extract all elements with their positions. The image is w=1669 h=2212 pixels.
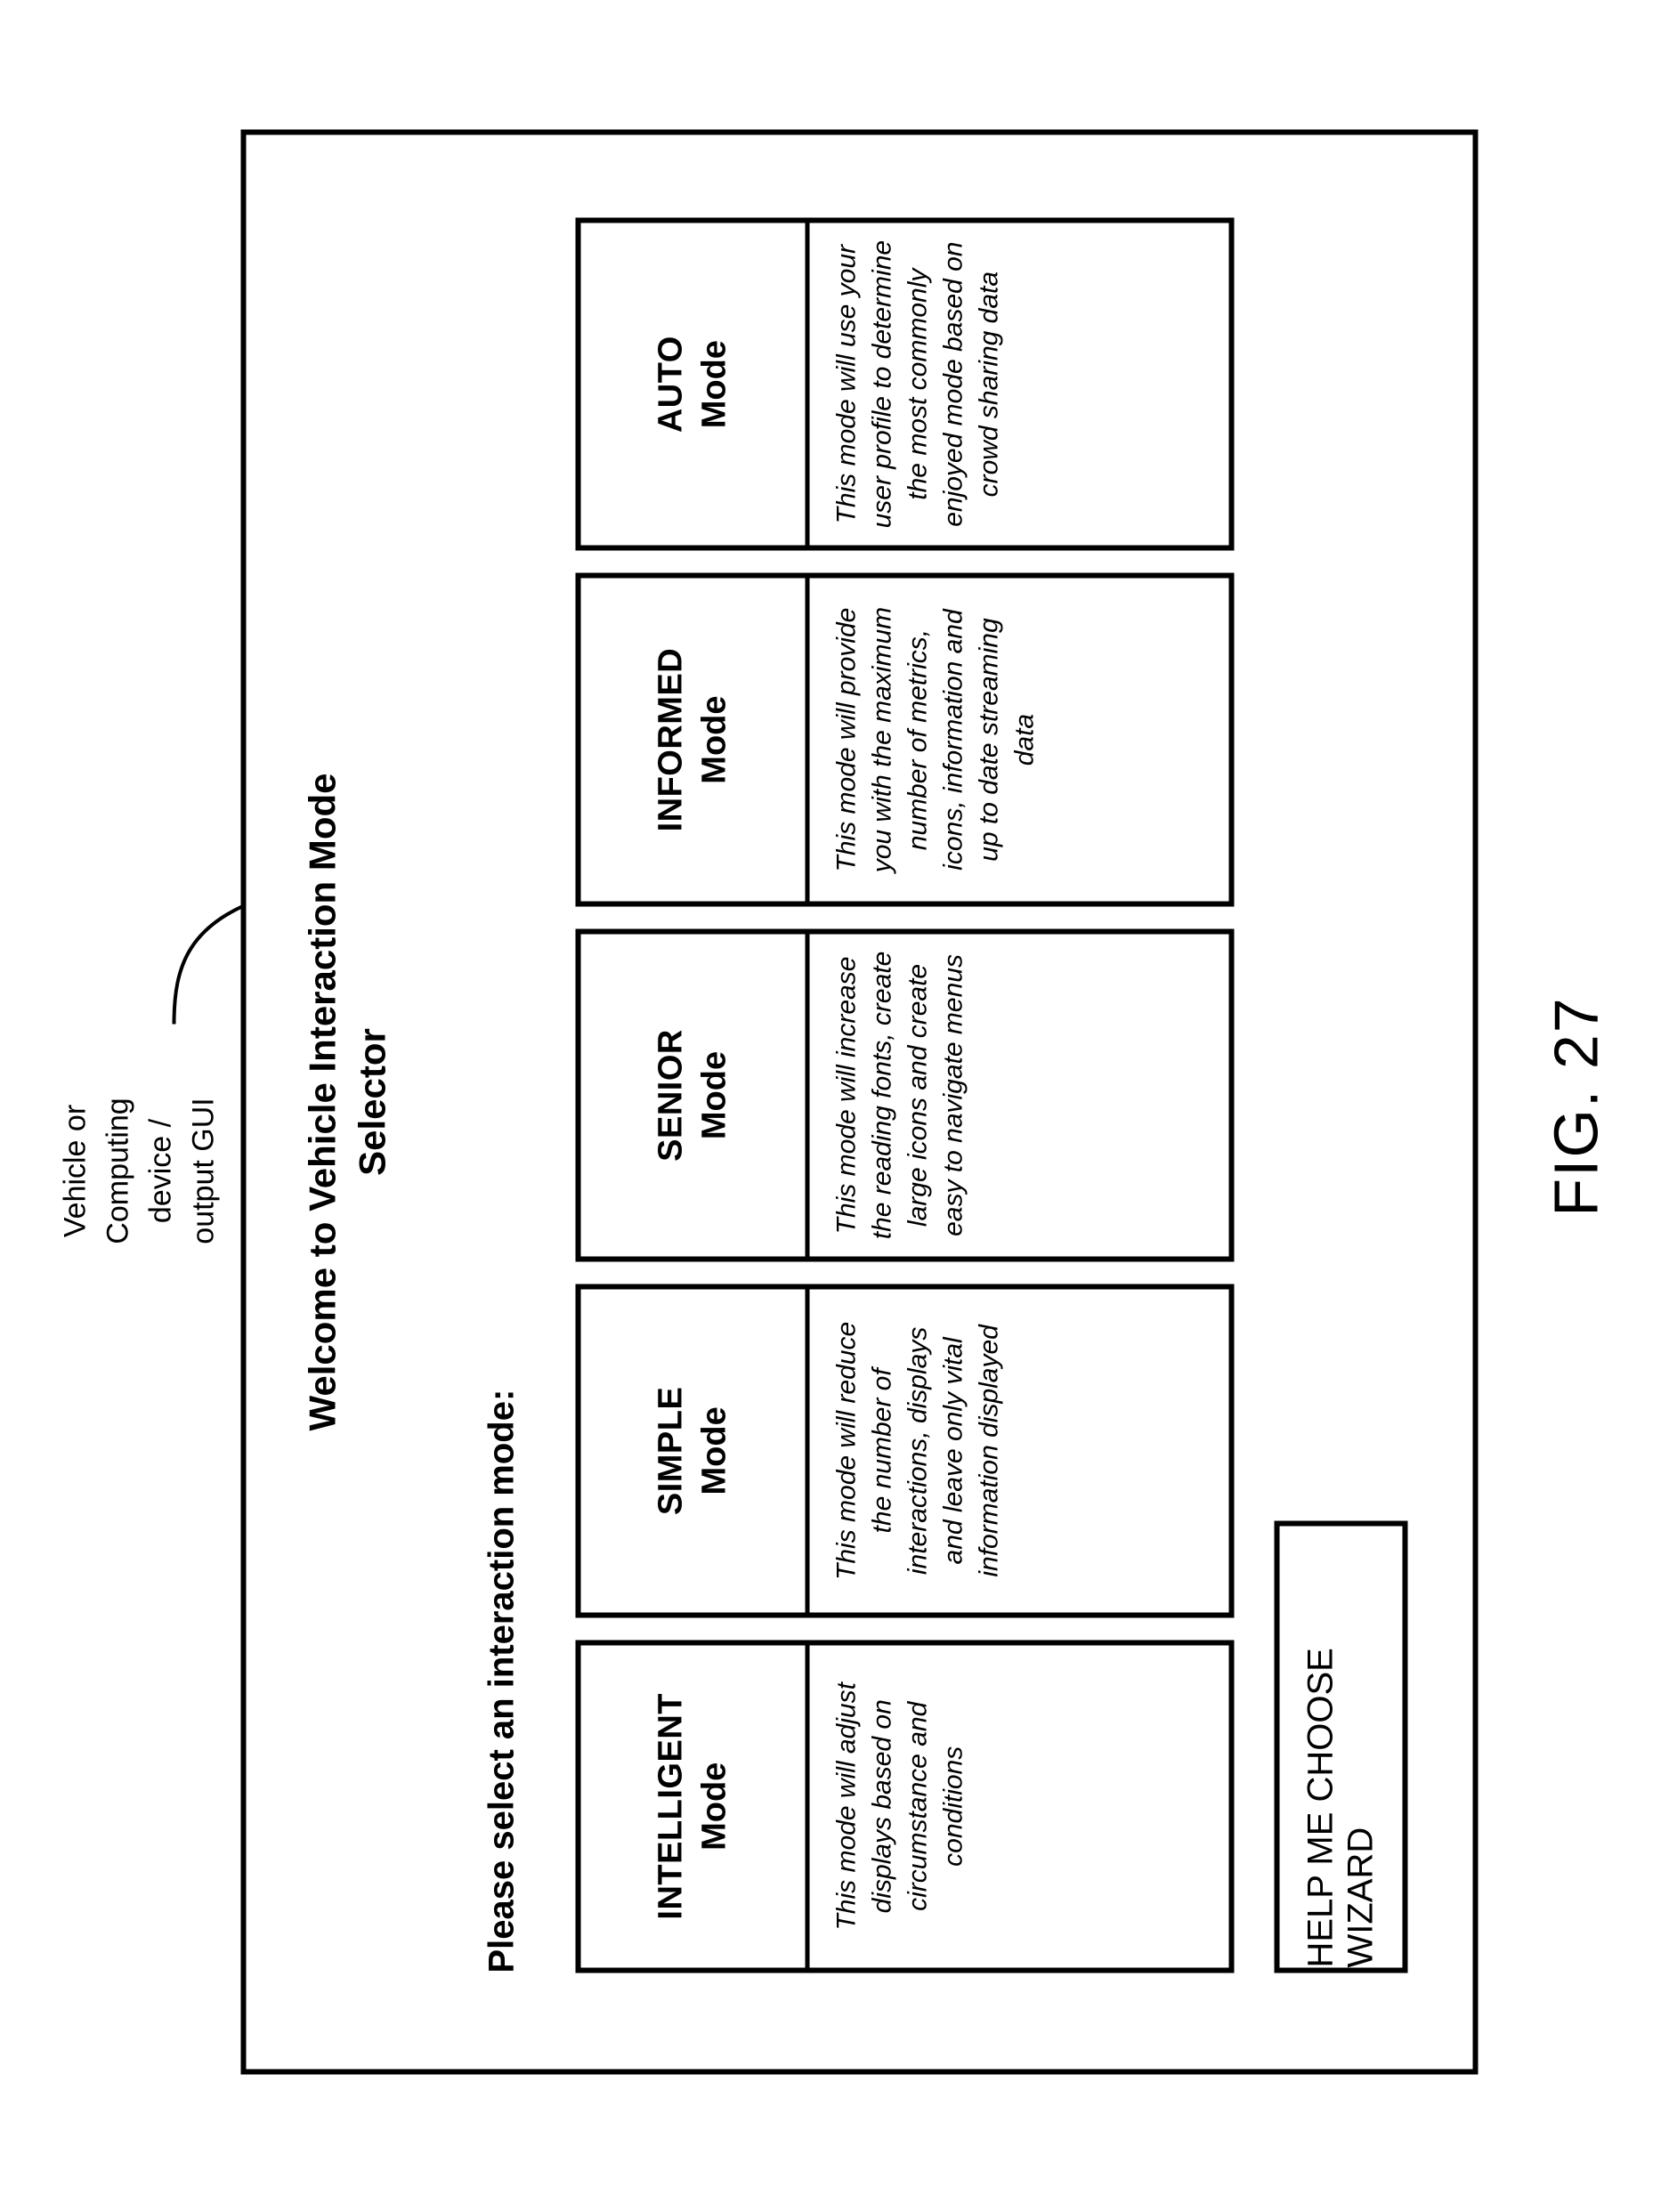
mode-name: INTELLIGENT — [652, 1692, 689, 1920]
mode-card-header: SENIOR Mode — [580, 933, 809, 1257]
mode-description: This mode will reduce the number of inte… — [831, 1321, 1003, 1580]
help-me-choose-wizard-button[interactable]: HELP ME CHOOSE WIZARD — [1274, 1520, 1407, 1973]
mode-card-auto[interactable]: AUTO Mode This mode will use your user p… — [575, 216, 1234, 551]
figure-caption: FIG. 27 — [1541, 995, 1610, 1217]
mode-card-list: INTELLIGENT Mode This mode will adjust d… — [575, 216, 1234, 1973]
mode-description: This mode will adjust displays based on … — [831, 1681, 968, 1931]
mode-word: Mode — [695, 1050, 733, 1139]
mode-word: Mode — [695, 1762, 733, 1851]
mode-card-header: INFORMED Mode — [580, 578, 809, 901]
instruction-text: Please select an interaction mode: — [482, 1389, 521, 1973]
mode-word: Mode — [695, 694, 733, 784]
mode-name: INFORMED — [652, 647, 689, 831]
mode-card-header: INTELLIGENT Mode — [580, 1644, 809, 1967]
mode-card-header: SIMPLE Mode — [580, 1289, 809, 1612]
mode-name: AUTO — [652, 335, 689, 433]
mode-card-informed[interactable]: INFORMED Mode This mode will provide you… — [575, 572, 1234, 906]
mode-description: This mode will increase the reading font… — [831, 951, 968, 1239]
mode-card-simple[interactable]: SIMPLE Mode This mode will reduce the nu… — [575, 1284, 1234, 1617]
mode-card-header: AUTO Mode — [580, 222, 809, 546]
mode-word: Mode — [695, 1406, 733, 1495]
page-title: Welcome to Vehicle Interaction Mode Sele… — [301, 772, 393, 1431]
mode-card-senior[interactable]: SENIOR Mode This mode will increase the … — [575, 928, 1234, 1262]
mode-description: This mode will use your user profile to … — [831, 239, 1003, 528]
mode-name: SENIOR — [652, 1028, 689, 1162]
mode-word: Mode — [695, 339, 733, 428]
callout-label-vehicle-computing-device: Vehicle or Computing device / output GUI — [58, 1097, 220, 1244]
mode-name: SIMPLE — [652, 1386, 689, 1515]
mode-card-intelligent[interactable]: INTELLIGENT Mode This mode will adjust d… — [575, 1639, 1234, 1973]
mode-description: This mode will provide you with the maxi… — [831, 606, 1039, 872]
output-gui-frame: Welcome to Vehicle Interaction Mode Sele… — [240, 129, 1478, 2074]
